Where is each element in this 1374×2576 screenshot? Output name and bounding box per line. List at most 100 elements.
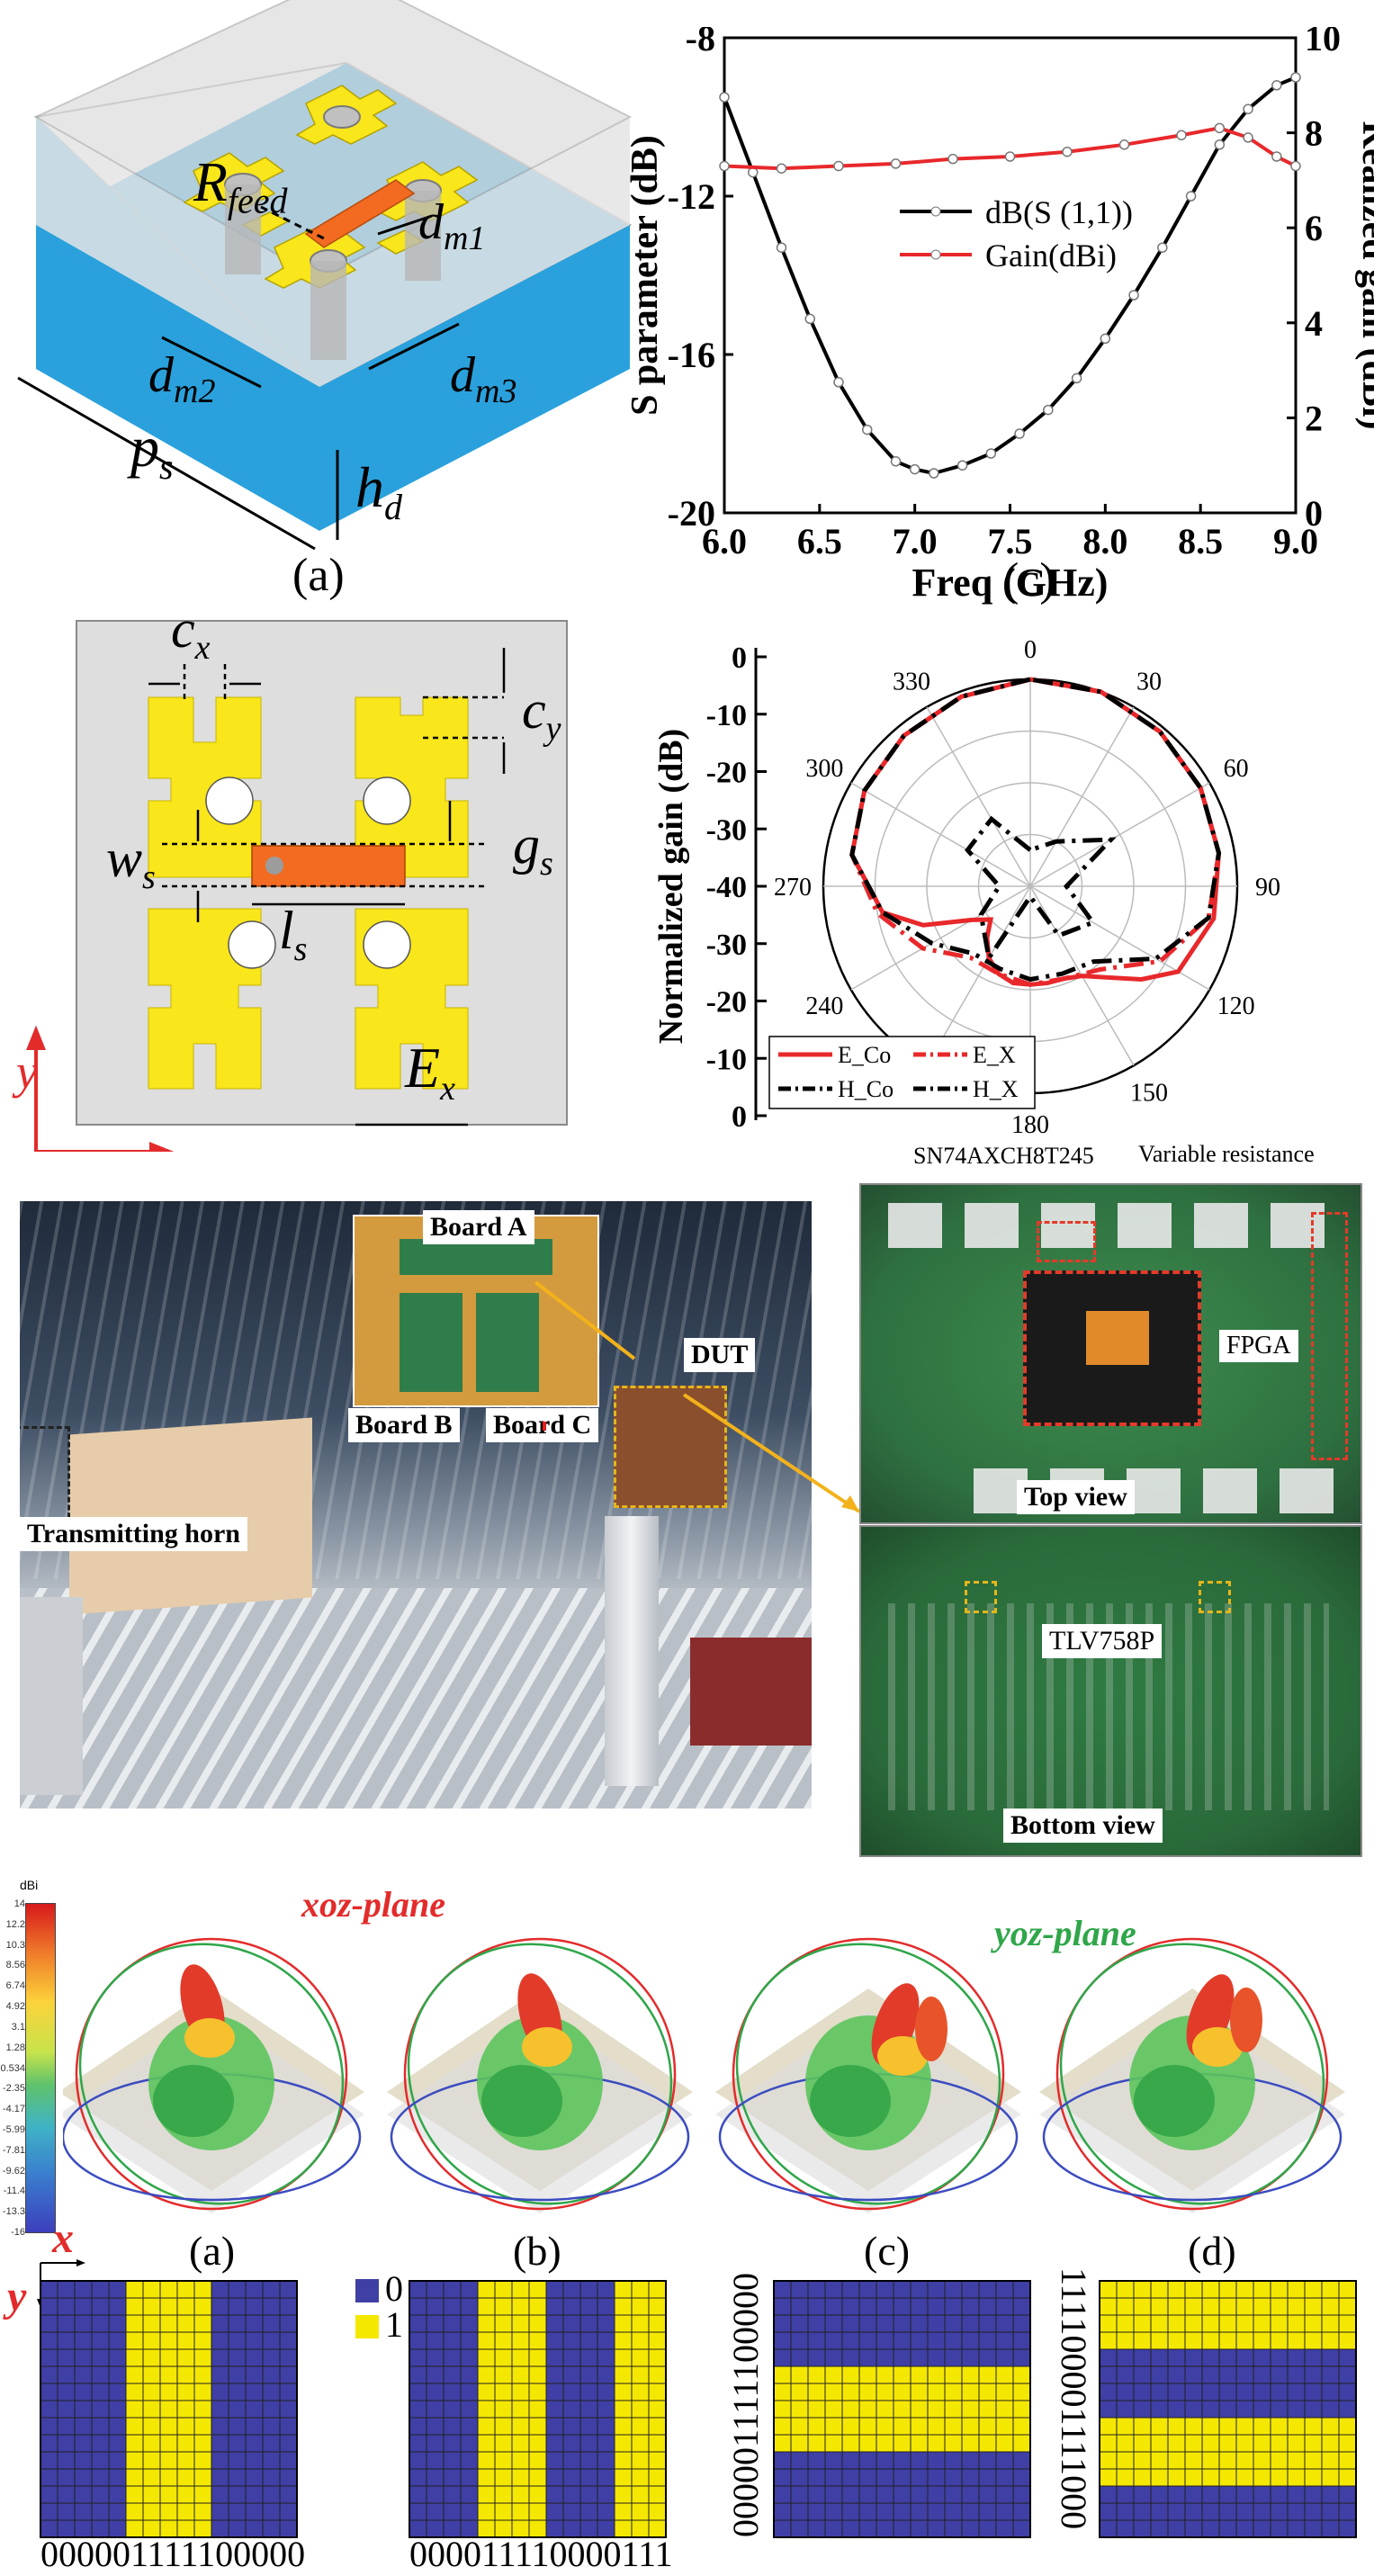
- coding-cell: [1270, 2383, 1289, 2401]
- coding-cell: [40, 2383, 58, 2401]
- coding-cell: [477, 2485, 496, 2504]
- coding-cell: [1133, 2297, 1152, 2316]
- coding-cell: [545, 2468, 564, 2487]
- sparam-point: [1043, 404, 1054, 416]
- pattern-side-lobe: [810, 2065, 891, 2137]
- coding-cell: [443, 2314, 462, 2333]
- dut-stand: [605, 1516, 659, 1786]
- coding-cell: [824, 2468, 843, 2487]
- coding-cell: [1167, 2502, 1186, 2521]
- coding-cell: [614, 2434, 633, 2453]
- coding-cell: [511, 2451, 530, 2470]
- coding-grid-frame-3: [1099, 2280, 1357, 2538]
- sparam-point: [1271, 151, 1282, 162]
- coding-cell: [841, 2502, 860, 2521]
- coding-cell: [631, 2451, 650, 2470]
- coding-cell: [1218, 2383, 1237, 2401]
- coding-cell: [910, 2485, 929, 2504]
- coding-cell: [1321, 2485, 1340, 2504]
- coding-cell: [927, 2451, 946, 2470]
- coding-cell: [1218, 2365, 1237, 2384]
- coding-cell: [1321, 2365, 1340, 2384]
- coding-cell: [1338, 2383, 1357, 2401]
- coding-cell: [1150, 2434, 1169, 2453]
- coding-cell: [193, 2468, 212, 2487]
- coding-cell: [443, 2348, 462, 2367]
- coding-cell: [790, 2365, 809, 2384]
- coding-cell: [876, 2383, 894, 2401]
- coding-cell: [1184, 2434, 1203, 2453]
- coding-cell: [409, 2331, 427, 2350]
- coding-cell: [944, 2314, 963, 2333]
- coding-cell: [193, 2485, 212, 2504]
- coding-cell: [876, 2297, 894, 2316]
- coding-cell: [1150, 2348, 1169, 2367]
- coding-cell: [790, 2314, 809, 2333]
- coding-cell: [1270, 2485, 1289, 2504]
- coding-cell: [1201, 2365, 1220, 2384]
- polar-spoke: [926, 885, 1031, 1066]
- coding-cell: [824, 2451, 843, 2470]
- box-shell-left: [36, 117, 319, 387]
- coding-cell: [228, 2485, 247, 2504]
- coding-cell: [1253, 2451, 1271, 2470]
- coding-cell: [1167, 2434, 1186, 2453]
- sparam-xtick-label: 8.0: [1082, 521, 1127, 561]
- coding-cell: [1321, 2280, 1340, 2299]
- coding-cell: [193, 2297, 212, 2316]
- coding-cell: [528, 2280, 547, 2299]
- coding-cell: [159, 2297, 178, 2316]
- pattern-side-lobe: [1134, 2065, 1215, 2137]
- coding-cell: [773, 2348, 792, 2367]
- coding-cell: [995, 2468, 1014, 2487]
- coding-cell: [1099, 2280, 1118, 2299]
- coding-cell: [773, 2331, 792, 2350]
- coding-cell: [927, 2280, 946, 2299]
- coding-cell: [1133, 2417, 1152, 2436]
- coding-cell: [211, 2280, 229, 2299]
- coding-cell: [108, 2383, 127, 2401]
- coding-cell: [1338, 2519, 1357, 2538]
- coding-cell: [995, 2348, 1014, 2367]
- coding-cell: [228, 2417, 247, 2436]
- coding-cell: [426, 2314, 445, 2333]
- coding-cell: [1304, 2485, 1323, 2504]
- coding-cell: [1287, 2331, 1306, 2350]
- polar-radial-tick-label: -20: [706, 757, 747, 790]
- coding-cell: [511, 2417, 530, 2436]
- box-right-face: [319, 225, 630, 531]
- coding-cell: [790, 2451, 809, 2470]
- coding-cell: [142, 2468, 161, 2487]
- coding-cell: [1321, 2314, 1340, 2333]
- polar-angle-label: 90: [1255, 874, 1280, 902]
- sparam-point: [929, 468, 939, 479]
- coding-cell: [279, 2314, 298, 2333]
- coding-cell: [1133, 2314, 1152, 2333]
- coding-cell: [648, 2434, 667, 2453]
- coding-cell: [858, 2468, 877, 2487]
- coding-cell: [631, 2434, 650, 2453]
- coding-cell: [841, 2519, 860, 2538]
- pattern-lobe-base: [1192, 2027, 1243, 2067]
- polar-radial-tick-label: 0: [732, 642, 747, 675]
- coding-cell: [995, 2383, 1014, 2401]
- coding-cell: [91, 2297, 110, 2316]
- coding-cell: [159, 2451, 178, 2470]
- coding-cell: [91, 2314, 110, 2333]
- coding-cell: [631, 2400, 650, 2419]
- coding-cell: [1321, 2400, 1340, 2419]
- coding-cell: [279, 2485, 298, 2504]
- coding-cell: [910, 2468, 929, 2487]
- coding-cell: [1201, 2400, 1220, 2419]
- coding-cell: [245, 2417, 264, 2436]
- coding-cell: [460, 2297, 479, 2316]
- coding-cell: [807, 2331, 826, 2350]
- coding-cell: [477, 2502, 496, 2521]
- coding-grid-frame-2: [773, 2280, 1031, 2538]
- coding-cell: [211, 2314, 229, 2333]
- coding-cell: [40, 2502, 58, 2521]
- coding-cell: [562, 2434, 581, 2453]
- polar-radial-tick-label: -30: [706, 929, 747, 962]
- coding-cell: [876, 2314, 894, 2333]
- colorbar: [25, 1903, 56, 2233]
